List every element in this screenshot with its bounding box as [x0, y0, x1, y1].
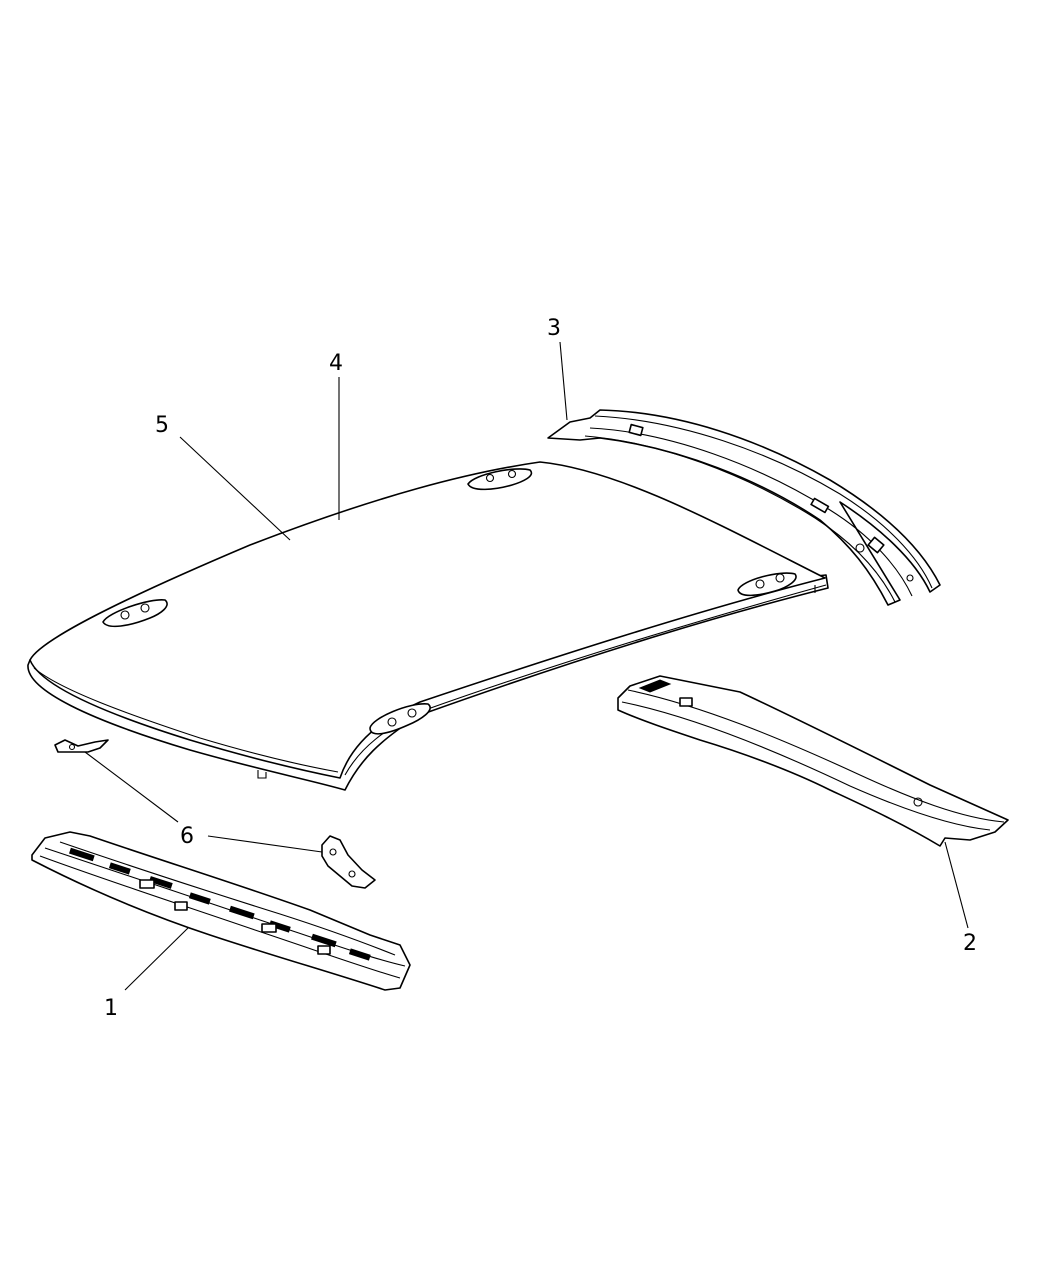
roof-panel [27, 461, 829, 791]
callout-1: 1 [104, 996, 118, 1021]
callout-3: 3 [547, 316, 561, 341]
bracket-left [54, 739, 109, 753]
callout-2: 2 [963, 931, 977, 956]
roof-pad-front-left [102, 599, 168, 628]
front-header-slots [69, 847, 371, 961]
roof-pad-rear-left [369, 703, 431, 735]
roof-pad-rear-right [737, 572, 797, 597]
rear-roof-bow [547, 409, 941, 606]
roof-pad-front-right [467, 468, 533, 491]
center-roof-bow [617, 675, 1009, 847]
callout-5: 5 [155, 413, 169, 438]
front-roof-header [31, 831, 411, 991]
bracket-right [321, 835, 376, 889]
callout-4: 4 [329, 351, 343, 376]
leader-lines [84, 341, 969, 991]
callout-6: 6 [180, 824, 194, 849]
